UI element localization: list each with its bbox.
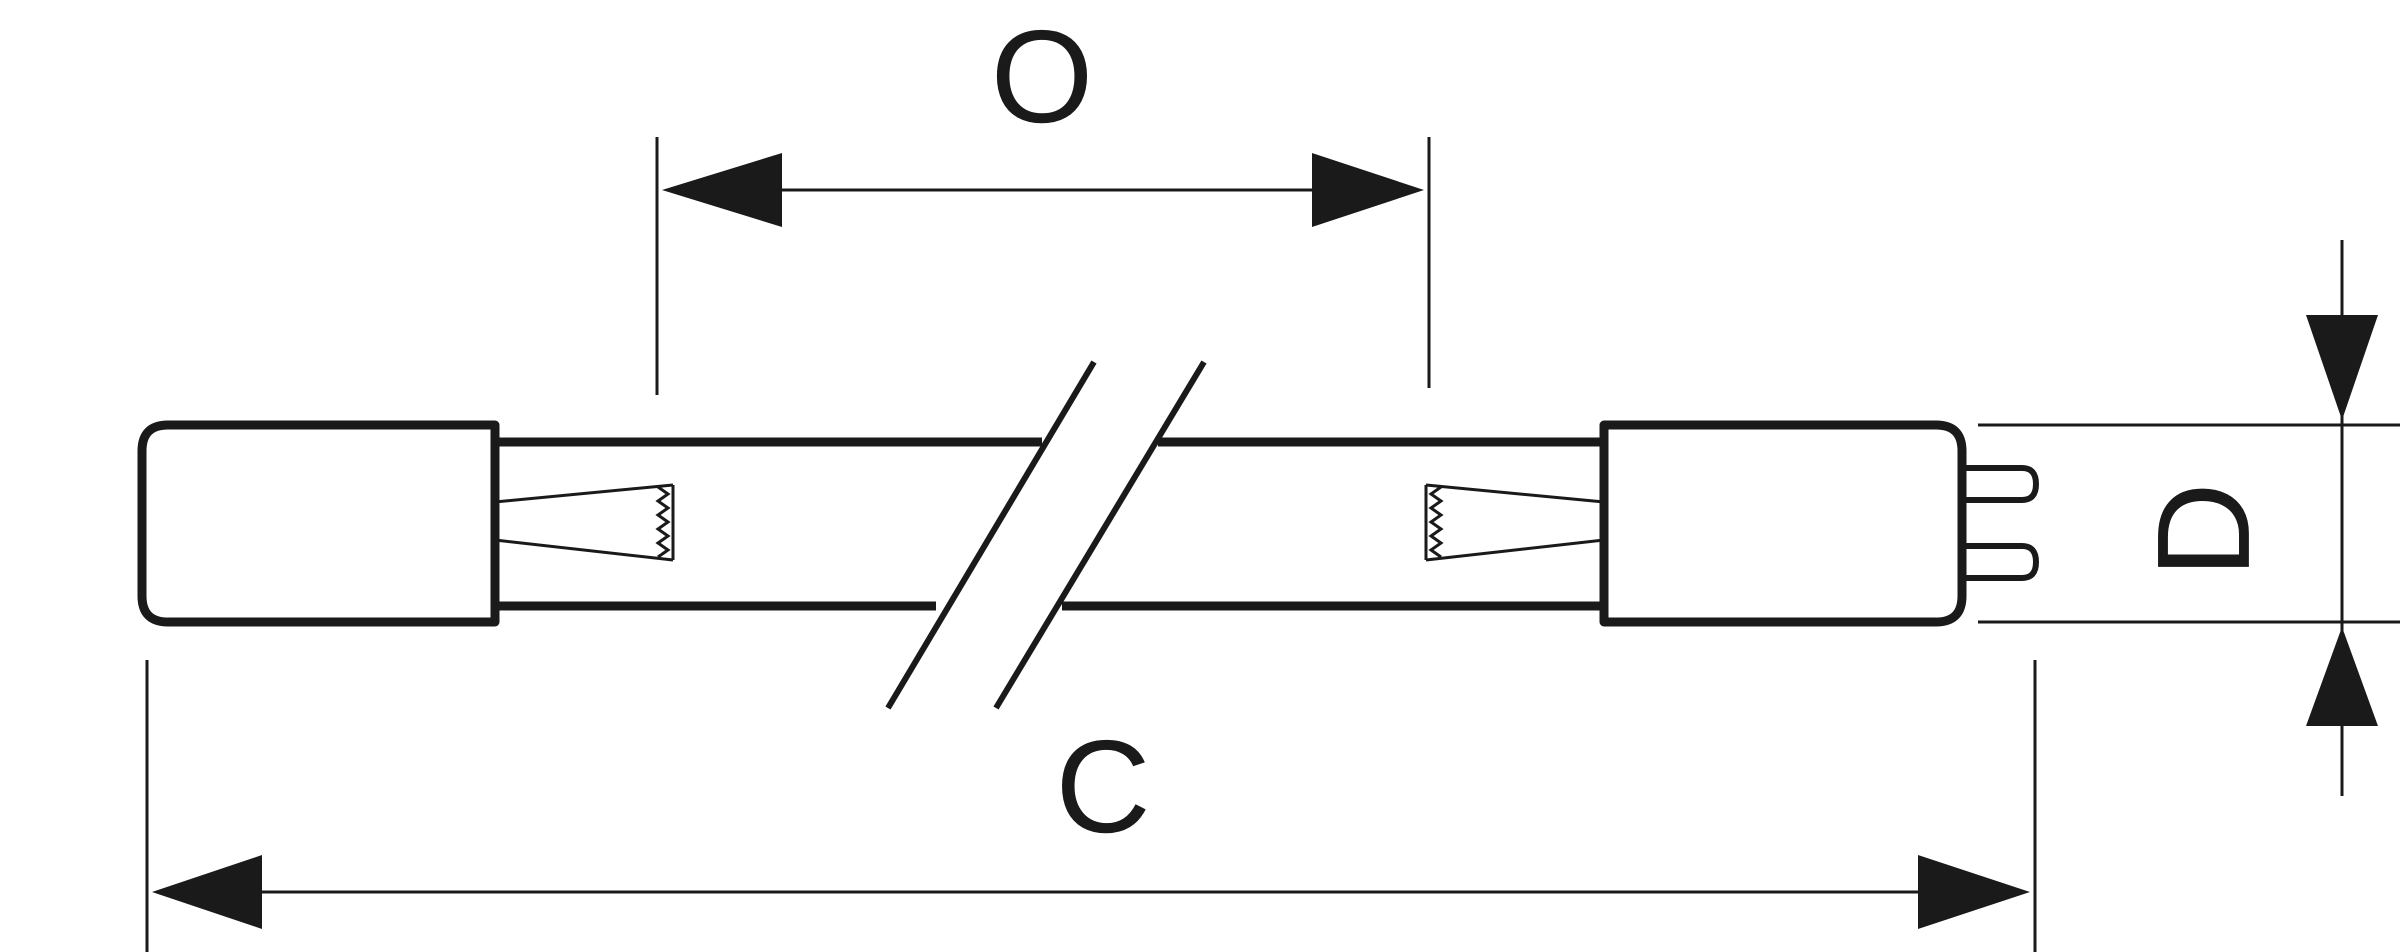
dimension-d-arrow-top [2306,315,2378,420]
dimension-c-arrow-left [152,855,262,929]
lamp-pin-lower [1962,543,2040,581]
electrode-right [1424,483,1605,562]
dimension-o-arrow-right [1312,153,1424,227]
dimension-c: C [145,660,2037,952]
dimension-c-arrow-right [1918,855,2030,929]
lamp-pin-upper [1962,465,2040,503]
break-slash-1 [885,360,1097,710]
dimension-d-arrow-bottom [2306,627,2378,726]
dimension-d: D [1978,240,2400,796]
dimension-o: O [655,3,1431,395]
dimension-o-label: O [991,3,1094,150]
lamp [137,360,2040,710]
dimension-c-label: C [1055,713,1150,860]
break-slash-2 [993,360,1207,710]
lamp-left-cap [137,420,500,627]
electrode-left [494,483,675,562]
lamp-right-cap [1599,420,1967,627]
dimension-o-arrow-left [662,153,782,227]
dimension-d-label: D [2130,482,2277,577]
